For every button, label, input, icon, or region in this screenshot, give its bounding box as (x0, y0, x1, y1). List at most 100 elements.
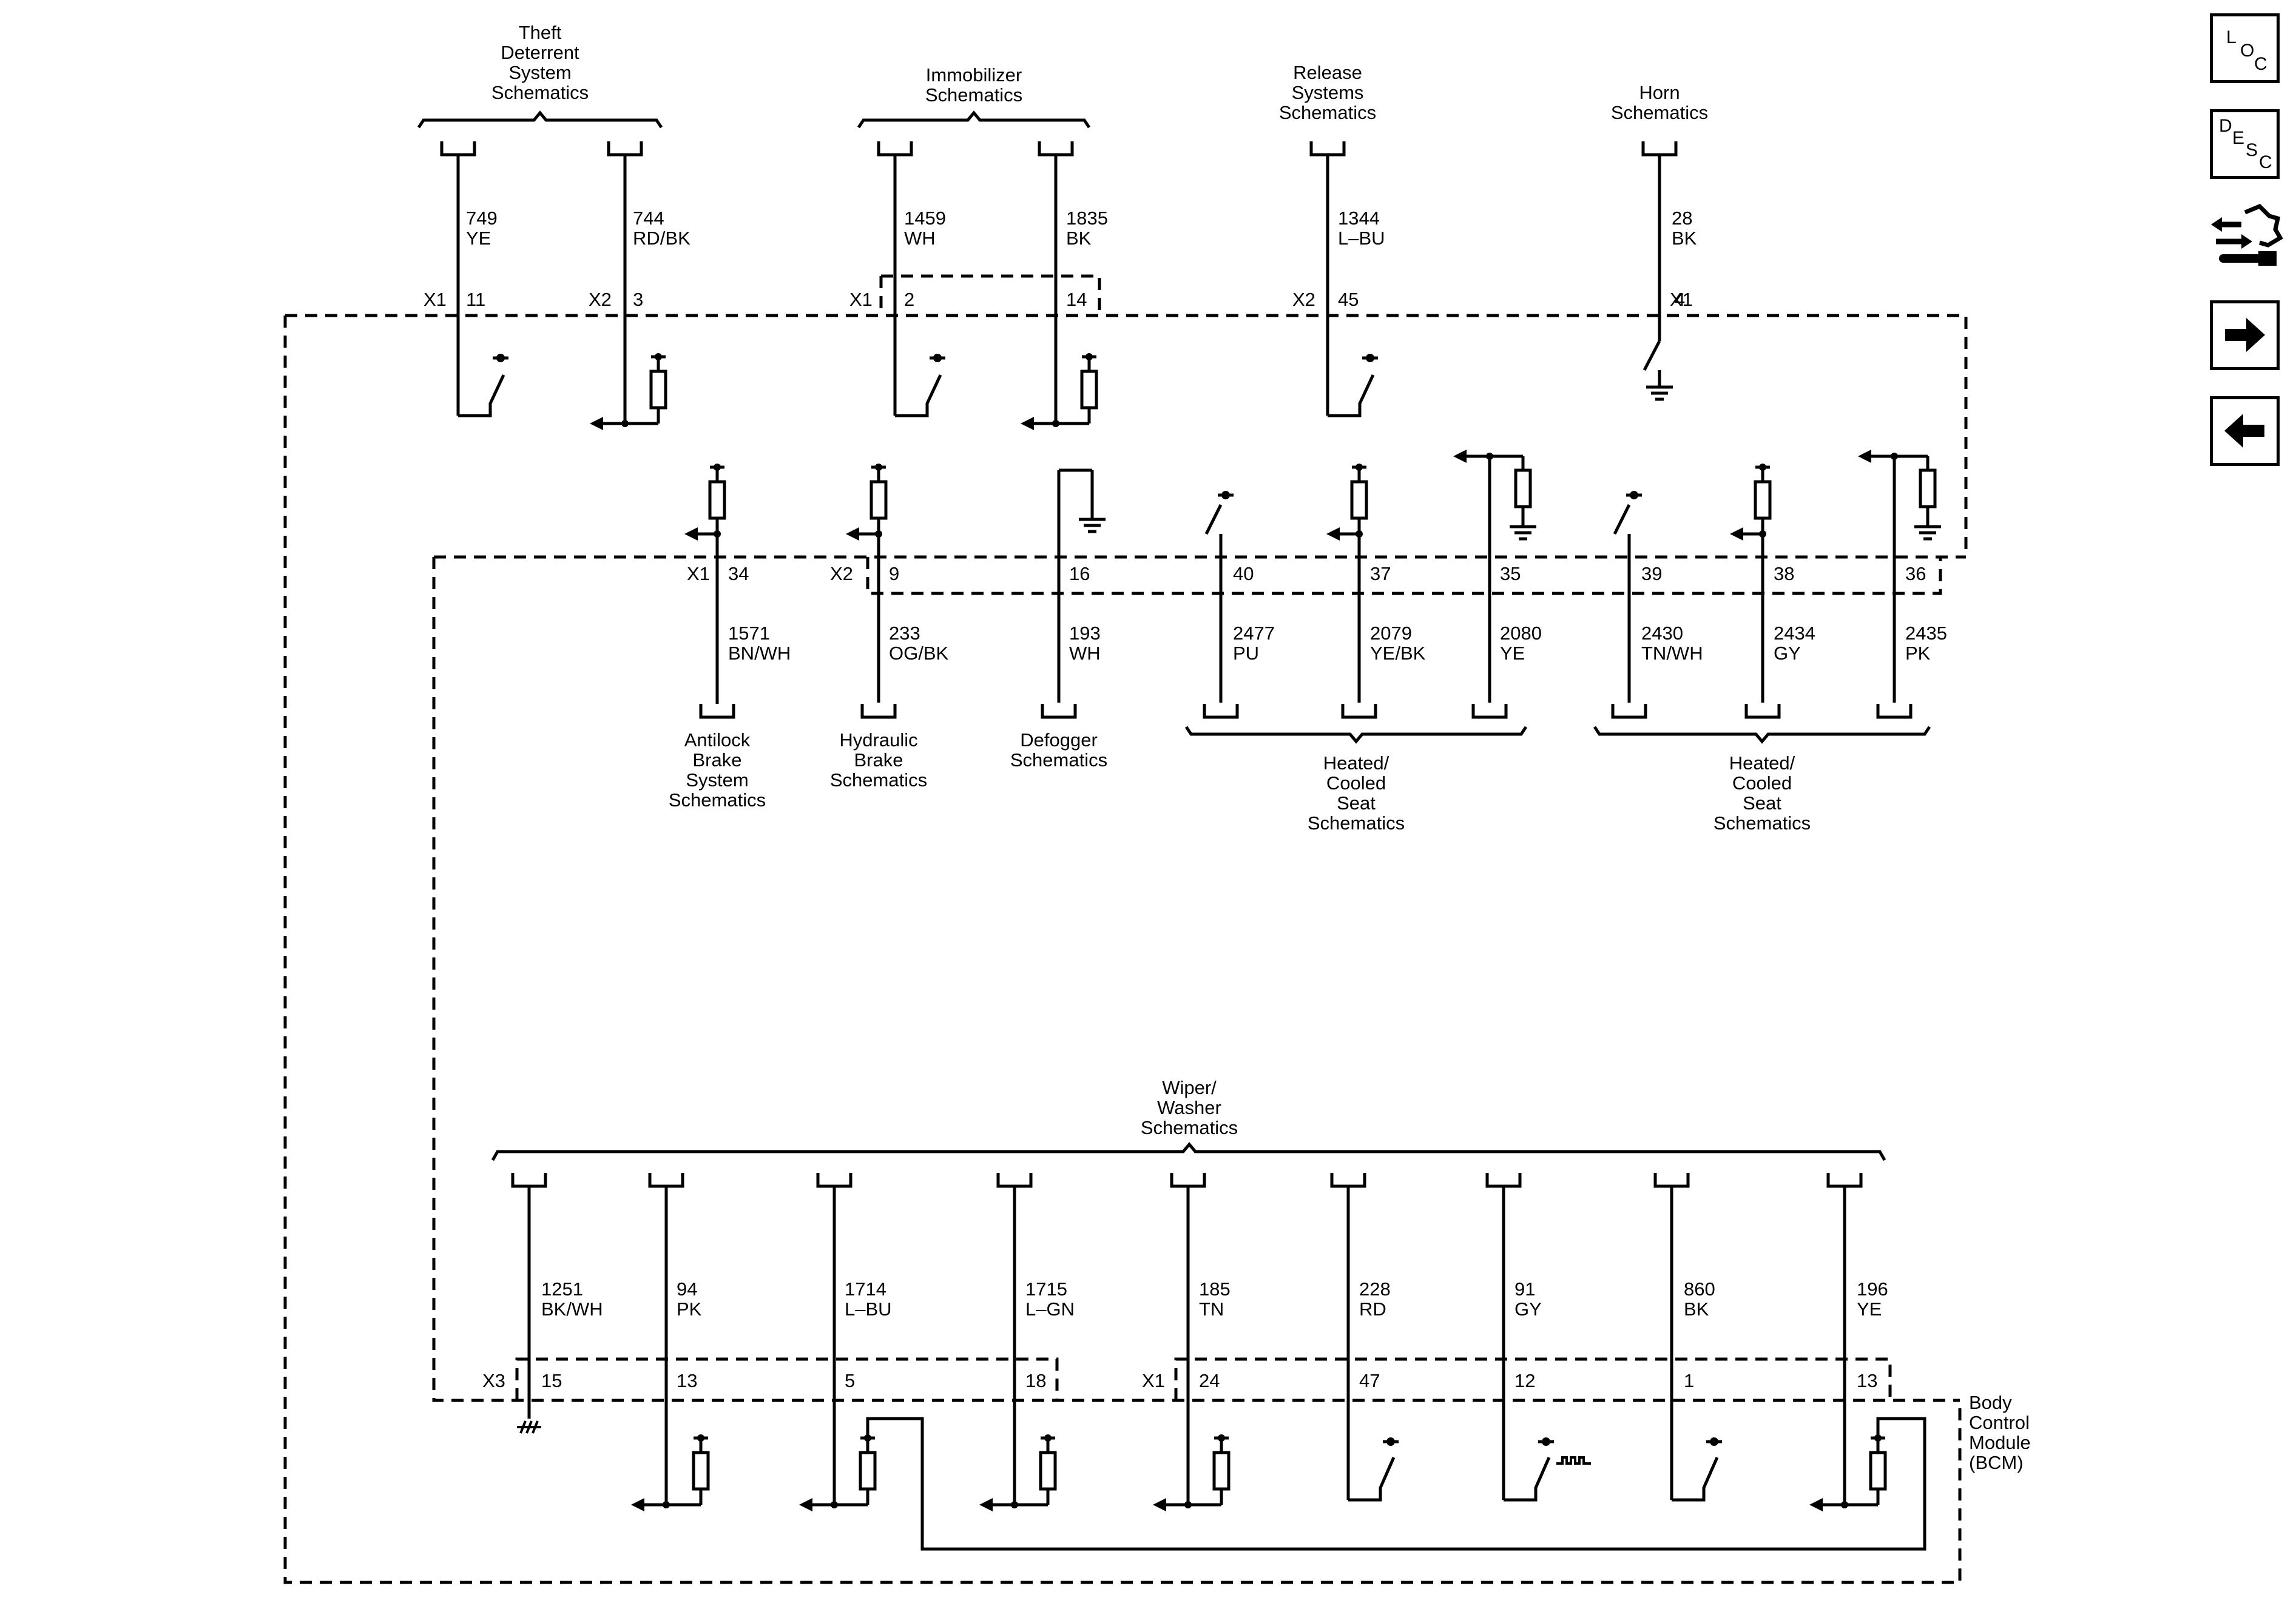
svg-text:X1: X1 (424, 289, 447, 310)
svg-text:X1: X1 (1670, 289, 1693, 310)
svg-text:Deterrent: Deterrent (501, 42, 579, 63)
svg-text:35: 35 (1500, 563, 1521, 584)
immobilizer-label: Immobilizer Schematics (925, 64, 1022, 106)
immobilizer-brace (857, 110, 1091, 129)
desc-letter-d: D (2219, 116, 2232, 136)
release-systems-label: Release Systems Schematics (1279, 62, 1376, 123)
circuit-2434: 38 2434 GY (1730, 464, 1815, 717)
svg-text:Schematics: Schematics (1141, 1117, 1238, 1138)
svg-text:Heated/: Heated/ (1323, 752, 1389, 774)
svg-text:14: 14 (1066, 289, 1087, 310)
svg-text:Brake: Brake (693, 749, 742, 771)
svg-text:Schematics: Schematics (925, 84, 1022, 106)
svg-text:BK: BK (1672, 228, 1697, 249)
svg-text:X1: X1 (687, 563, 710, 584)
svg-text:749: 749 (466, 208, 498, 229)
svg-text:1459: 1459 (904, 208, 946, 229)
svg-text:860: 860 (1684, 1278, 1715, 1300)
bcm-outline (283, 274, 1968, 1584)
svg-text:Heated/: Heated/ (1729, 752, 1795, 774)
svg-text:2434: 2434 (1774, 623, 1815, 644)
svg-text:YE: YE (466, 228, 491, 249)
svg-text:(BCM): (BCM) (1969, 1452, 2024, 1473)
svg-text:BK/WH: BK/WH (541, 1298, 603, 1320)
circuit-1715: 1715 L–GN 18 (979, 1173, 1075, 1511)
desc-letter-s: S (2246, 140, 2258, 160)
svg-text:185: 185 (1199, 1278, 1231, 1300)
svg-text:16: 16 (1069, 563, 1090, 584)
svg-text:PK: PK (1905, 643, 1931, 664)
svg-text:Brake: Brake (854, 749, 903, 771)
circuit-185: 185 TN X1 24 (1142, 1173, 1231, 1511)
svg-text:Seat: Seat (1337, 792, 1376, 814)
bcm-label: Body Control Module (BCM) (1969, 1392, 2031, 1473)
circuit-2477: 40 2477 PU (1204, 491, 1275, 717)
svg-text:11: 11 (466, 289, 485, 310)
svg-text:233: 233 (889, 623, 920, 644)
svg-text:X3: X3 (482, 1370, 505, 1391)
circuit-1714: 1714 L–BU 5 (799, 1173, 892, 1511)
svg-text:Schematics: Schematics (491, 82, 589, 103)
svg-text:PK: PK (677, 1298, 702, 1320)
svg-text:196: 196 (1857, 1278, 1888, 1300)
internal-supply-link (866, 1417, 1926, 1551)
svg-text:YE/BK: YE/BK (1370, 643, 1426, 664)
svg-text:BK: BK (1066, 228, 1092, 249)
svg-text:Hydraulic: Hydraulic (839, 729, 917, 751)
svg-text:Theft: Theft (519, 22, 562, 43)
seat2-brace (1593, 726, 1931, 744)
previous-page-button[interactable] (2210, 396, 2280, 466)
circuit-91: 91 GY 12 (1487, 1173, 1591, 1502)
loc-letter-l: L (2226, 27, 2237, 47)
svg-text:WH: WH (1069, 643, 1101, 664)
svg-text:91: 91 (1514, 1278, 1535, 1300)
next-page-button[interactable] (2210, 300, 2280, 370)
circuit-1459: 1459 WH X1 2 (849, 141, 946, 417)
svg-text:2430: 2430 (1641, 623, 1683, 644)
svg-text:Schematics: Schematics (1010, 749, 1107, 771)
svg-text:45: 45 (1338, 289, 1359, 310)
hydraulic-brake-label: Hydraulic Brake Schematics (830, 729, 927, 791)
svg-text:Systems: Systems (1292, 82, 1364, 103)
svg-text:GY: GY (1774, 643, 1801, 664)
svg-text:Schematics: Schematics (1714, 812, 1811, 834)
svg-text:5: 5 (845, 1370, 855, 1391)
theft-deterrent-label: Theft Deterrent System Schematics (491, 22, 589, 103)
svg-text:Cooled: Cooled (1732, 772, 1792, 794)
svg-text:OG/BK: OG/BK (889, 643, 949, 664)
svg-text:Schematics: Schematics (830, 769, 927, 791)
svg-text:2: 2 (904, 289, 914, 310)
svg-text:Wiper/: Wiper/ (1162, 1077, 1217, 1098)
arrow-right-icon (2225, 318, 2265, 352)
circuit-1571: X1 34 1571 BN/WH (684, 464, 791, 717)
svg-text:PU: PU (1233, 643, 1259, 664)
svg-text:28: 28 (1672, 208, 1692, 229)
desc-letter-e: E (2232, 128, 2245, 148)
antilock-brake-label: Antilock Brake System Schematics (669, 729, 766, 811)
svg-text:Schematics: Schematics (1279, 102, 1376, 123)
svg-text:40: 40 (1233, 563, 1254, 584)
seat1-brace (1184, 726, 1528, 744)
svg-text:X1: X1 (849, 289, 873, 310)
loc-letter-o: O (2240, 41, 2255, 61)
connector-tool-button[interactable] (2210, 200, 2284, 273)
svg-text:System: System (686, 769, 748, 791)
circuit-193: 16 193 WH (1042, 468, 1106, 717)
svg-text:YE: YE (1857, 1298, 1882, 1320)
description-button[interactable]: D E S C (2210, 109, 2280, 179)
circuit-749: 749 YE X1 11 (424, 141, 508, 417)
circuit-744: 744 RD/BK X2 3 (589, 141, 690, 430)
circuit-2079: 37 2079 YE/BK (1326, 464, 1426, 717)
svg-text:36: 36 (1905, 563, 1926, 584)
svg-text:15: 15 (541, 1370, 562, 1391)
circuit-28: 28 BK X1 4 (1643, 141, 1697, 399)
svg-text:TN: TN (1199, 1298, 1224, 1320)
svg-text:BK: BK (1684, 1298, 1709, 1320)
location-button[interactable]: L O C (2210, 13, 2280, 83)
horn-label: Horn Schematics (1611, 82, 1708, 123)
svg-text:4: 4 (1675, 289, 1685, 310)
svg-text:Schematics: Schematics (669, 789, 766, 811)
loc-letter-c: C (2254, 54, 2267, 74)
svg-text:Schematics: Schematics (1611, 102, 1708, 123)
